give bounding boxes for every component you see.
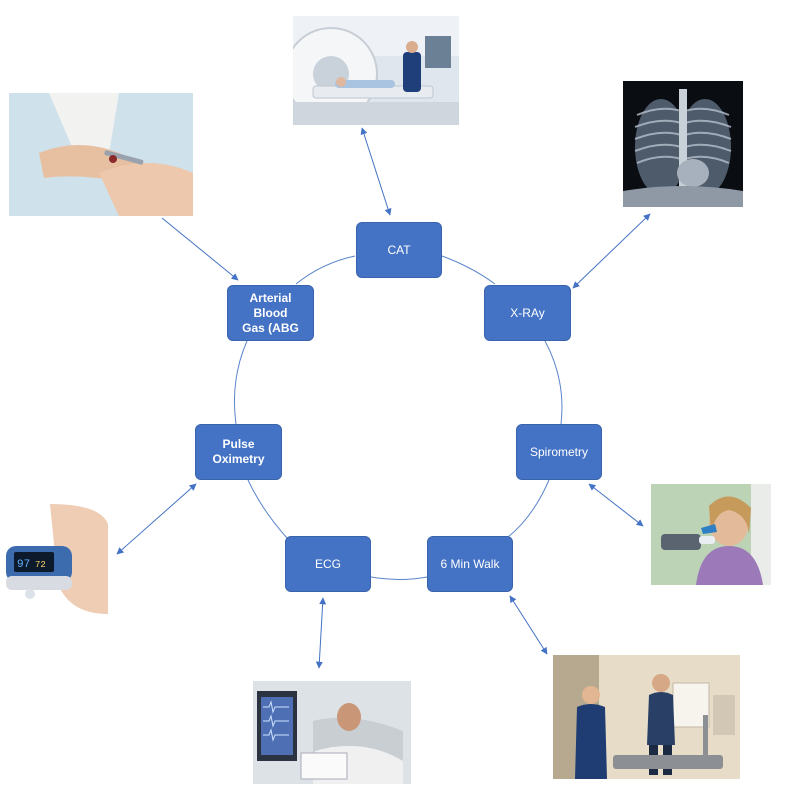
blood-sample-illustration <box>9 93 193 216</box>
node-ecg-label: ECG <box>314 556 341 571</box>
svg-text:97: 97 <box>17 559 30 571</box>
arrow-ecg <box>315 597 327 669</box>
ct-scanner-photo <box>293 16 459 125</box>
arrow-abg <box>161 217 239 281</box>
blood-sample-hands-photo <box>9 93 193 216</box>
ecg-patient-photo <box>253 681 411 784</box>
cycle-arc-walk-ecg <box>370 576 428 580</box>
cycle-arc-spirometry-walk <box>507 479 550 538</box>
arrow-xray <box>572 213 651 289</box>
node-spirometry-label: Spirometry <box>529 444 588 459</box>
node-ecg: ECG <box>285 536 371 592</box>
walk-test-illustration <box>553 655 740 779</box>
node-xray-label: X-RAy <box>510 305 545 320</box>
node-cat: CAT <box>356 222 442 278</box>
node-abg: Arterial Blood Gas (ABG <box>227 285 314 341</box>
treadmill-walk-photo <box>553 655 740 779</box>
cycle-arc-cat-xray <box>441 255 496 285</box>
pulse-oximeter-illustration: 97 72 <box>0 504 108 634</box>
spirometry-illustration <box>651 484 771 585</box>
node-cat-label: CAT <box>387 242 411 257</box>
arrow-walk <box>509 595 548 655</box>
ecg-illustration <box>253 681 411 784</box>
chest-xray-illustration <box>623 81 743 207</box>
node-pulse-oximetry: Pulse Oximetry <box>195 424 282 480</box>
pulse-oximeter-photo: 97 72 <box>0 504 108 634</box>
cycle-arc-ecg-pulse <box>247 479 288 539</box>
ct-scanner-illustration <box>293 16 459 125</box>
node-pulse-label: Pulse Oximetry <box>212 437 265 466</box>
arrow-cat <box>360 127 392 216</box>
chest-xray-photo <box>623 81 743 207</box>
node-abg-label: Arterial Blood Gas (ABG <box>242 290 299 335</box>
node-spirometry: Spirometry <box>516 424 602 480</box>
node-6-min-walk: 6 Min Walk <box>427 536 513 592</box>
cycle-arc-abg-cat <box>295 255 356 285</box>
arrow-pulse <box>116 483 197 555</box>
node-walk-label: 6 Min Walk <box>440 556 500 571</box>
node-xray: X-RAy <box>484 285 571 341</box>
cycle-arc-xray-spirometry <box>544 340 563 425</box>
spirometry-woman-photo <box>651 484 771 585</box>
svg-text:72: 72 <box>35 560 46 570</box>
cycle-arc-pulse-abg <box>233 340 248 425</box>
arrow-spirometry <box>588 483 644 527</box>
